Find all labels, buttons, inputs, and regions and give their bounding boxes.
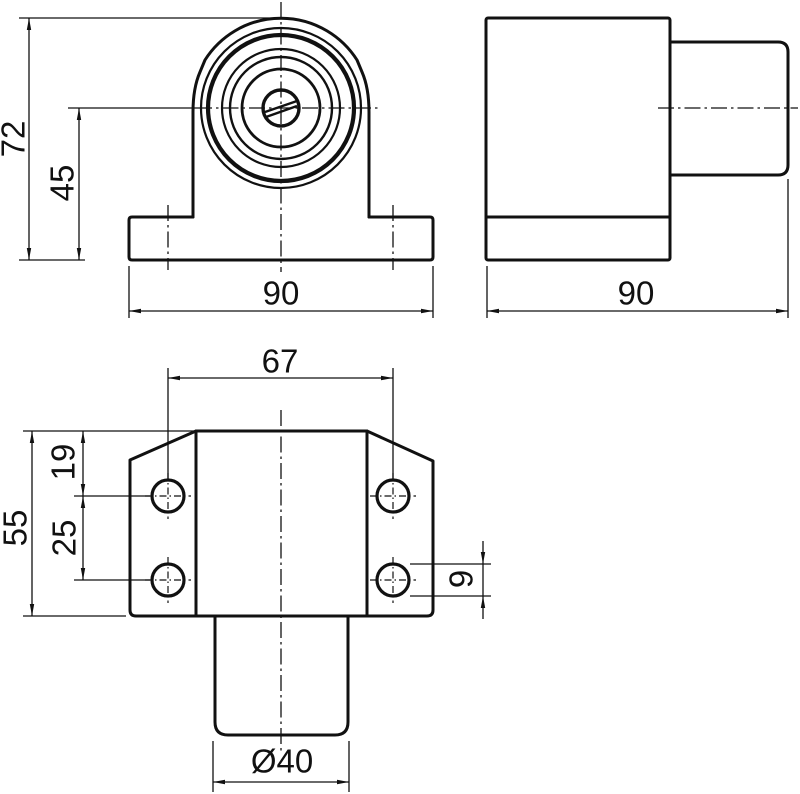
dim25-label: 25 — [46, 520, 83, 557]
dim45-arrow-up — [76, 108, 82, 120]
side-boss-profile — [668, 40, 790, 177]
dim9-arrow-bottom — [480, 596, 486, 608]
side-part-outline — [484, 16, 790, 262]
dim72-label: 72 — [0, 121, 32, 158]
bearing-seat-circle — [205, 32, 357, 184]
bolt-hole-bottom-right — [375, 562, 411, 598]
dim40-label: Ø40 — [251, 743, 313, 780]
dim45-arrow-down — [76, 248, 82, 260]
base-flange-profile — [127, 215, 435, 262]
plate-profile — [128, 429, 435, 618]
housing-outer-circle — [199, 26, 363, 190]
bottom-centerlines — [145, 410, 416, 752]
dim9-label: 9 — [443, 570, 480, 588]
dim72-arrow-up — [26, 18, 32, 30]
bolt-hole-top-right — [375, 478, 411, 514]
front-centerlines — [167, 2, 394, 272]
dim25-arrow-down — [80, 568, 86, 580]
screw-head-circle — [261, 88, 301, 128]
ring-circle-inner — [228, 55, 334, 161]
bore-circle — [240, 67, 322, 149]
dim19-label: 19 — [45, 444, 82, 481]
dim40-arrow-right — [337, 779, 349, 785]
dim90s-arrow-right — [776, 308, 788, 314]
bottom-part-outline — [128, 429, 435, 737]
bottom-dimensions: 67 55 19 25 9 — [0, 343, 491, 792]
dim90f-arrow-right — [421, 308, 433, 314]
dim67-arrow-right — [381, 375, 393, 381]
screw-slot-line-2 — [265, 104, 298, 119]
dim67-arrow-left — [168, 375, 180, 381]
dim45-label: 45 — [44, 165, 81, 202]
bolt-hole-top-left — [150, 478, 186, 514]
dim90f-arrow-left — [129, 308, 141, 314]
screw-slot-line-1 — [264, 99, 298, 114]
dim90s-arrow-left — [487, 308, 499, 314]
front-dimensions: 72 45 90 — [0, 17, 434, 318]
dim90s-label: 90 — [618, 275, 655, 312]
boss-cylinder-profile — [213, 614, 350, 737]
dim19-arrow-up — [80, 431, 86, 443]
dim67-label: 67 — [262, 343, 299, 380]
bottom-view: 67 55 19 25 9 — [0, 343, 491, 792]
dim25-arrow-up — [80, 496, 86, 508]
dim55-label: 55 — [0, 510, 34, 547]
front-view: 72 45 90 — [0, 2, 435, 318]
bolt-hole-bottom-left — [150, 562, 186, 598]
dim40-arrow-left — [213, 779, 225, 785]
ring-circle-outer — [220, 47, 342, 169]
dim72-arrow-down — [26, 248, 32, 260]
side-body-rect — [484, 16, 672, 262]
side-dimensions: 90 — [486, 179, 789, 318]
dim19-arrow-down — [80, 484, 86, 496]
dim9-arrow-top — [480, 552, 486, 564]
side-view: 90 — [484, 16, 798, 318]
dim55-arrow-down — [29, 604, 35, 616]
dim90f-label: 90 — [263, 275, 300, 312]
dim55-arrow-up — [29, 431, 35, 443]
